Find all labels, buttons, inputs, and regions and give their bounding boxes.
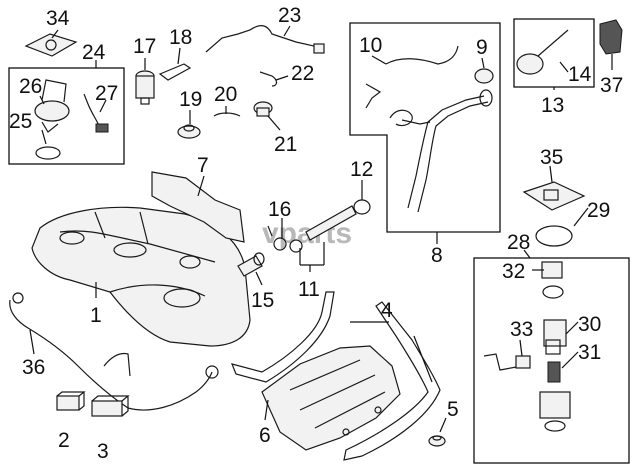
callout-32: 32 — [502, 260, 525, 283]
group-box-28 — [473, 257, 630, 464]
callout-16: 16 — [268, 198, 291, 221]
pump-sender-33 — [483, 353, 531, 371]
callout-37: 37 — [600, 74, 623, 97]
filler-hose-15 — [237, 252, 265, 277]
fuel-door-actuator-37 — [599, 19, 623, 55]
fuel-filter-17 — [135, 70, 155, 105]
filler-neck-pipe-outer — [407, 95, 485, 209]
callout-30: 30 — [578, 313, 601, 336]
callout-15: 15 — [251, 289, 274, 312]
check-valve-19 — [177, 124, 201, 139]
callout-36: 36 — [22, 356, 45, 379]
callout-35: 35 — [540, 146, 563, 169]
callout-33: 33 — [510, 318, 533, 341]
vapor-line — [9, 299, 213, 411]
callout-5: 5 — [447, 398, 459, 421]
pump-filter-30 — [545, 339, 561, 355]
tank-undershield — [261, 345, 401, 451]
pump-bracket-body — [542, 285, 567, 347]
callout-18: 18 — [169, 26, 192, 49]
callout-27: 27 — [95, 82, 118, 105]
callout-10: 10 — [359, 34, 382, 57]
fuel-tank — [31, 206, 251, 347]
grommet — [428, 435, 446, 447]
rollover-valve-21 — [253, 101, 273, 117]
callout-24: 24 — [82, 41, 106, 64]
pump-cap-32 — [541, 261, 563, 279]
filler-vent-pipe — [401, 119, 431, 125]
sender-harness-27 — [83, 93, 109, 133]
callout-12: 12 — [350, 158, 373, 181]
callout-13: 13 — [541, 94, 564, 117]
callout-17: 17 — [133, 35, 156, 58]
callout-7: 7 — [197, 154, 209, 177]
vapor-line-connector — [12, 292, 24, 304]
callout-6: 6 — [259, 424, 271, 447]
group-box-24 — [8, 67, 125, 165]
group-box-8 — [349, 22, 501, 233]
filler-pipe-11 — [305, 205, 357, 241]
callout-23: 23 — [278, 4, 301, 27]
callout-8: 8 — [431, 244, 443, 267]
callout-29: 29 — [587, 199, 610, 222]
hose-clamp-16 — [267, 225, 303, 253]
pump-cover-34 — [24, 33, 78, 57]
evap-line-23 — [205, 25, 321, 53]
callout-19: 19 — [179, 88, 202, 111]
callout-1: 1 — [90, 304, 102, 327]
bumper-block-3 — [91, 395, 130, 417]
callout-11: 11 — [298, 278, 320, 301]
callout-26: 26 — [19, 75, 42, 98]
callout-14: 14 — [568, 63, 592, 86]
filler-neck-pipe — [417, 101, 489, 213]
callout-21: 21 — [274, 133, 297, 156]
vapor-line-bracket — [103, 352, 131, 377]
bumper-block-2 — [56, 391, 86, 411]
filler-harness-10 — [365, 45, 459, 109]
filler-vent-hose — [389, 109, 413, 127]
evap-line-connector — [313, 43, 325, 54]
callout-31: 31 — [578, 341, 601, 364]
tank-strap-left — [230, 291, 335, 383]
vapor-line-clip — [205, 365, 219, 379]
filler-clamp-12 — [353, 199, 371, 215]
lock-ring-29 — [535, 225, 573, 247]
harness-clip-9 — [474, 68, 494, 84]
pump-motor-31 — [547, 361, 561, 383]
sender-gasket-25 — [35, 146, 61, 160]
vent-tube-22 — [259, 71, 278, 87]
callout-2: 2 — [58, 429, 70, 452]
vent-hose-18 — [158, 63, 192, 81]
vent-tube-20 — [213, 112, 241, 117]
pump-reservoir — [539, 391, 571, 432]
fuel-level-sender-26 — [34, 79, 70, 133]
callout-34: 34 — [46, 7, 70, 30]
tank-strap-right — [343, 301, 441, 461]
callout-4: 4 — [381, 299, 393, 322]
callout-3: 3 — [97, 440, 109, 463]
callout-22: 22 — [291, 62, 314, 85]
callout-20: 20 — [214, 83, 237, 106]
pump-cover-35 — [522, 181, 586, 211]
callout-28: 28 — [507, 231, 530, 254]
callout-9: 9 — [476, 36, 488, 59]
fuel-cap-14 — [516, 29, 569, 75]
callout-25: 25 — [9, 110, 32, 133]
